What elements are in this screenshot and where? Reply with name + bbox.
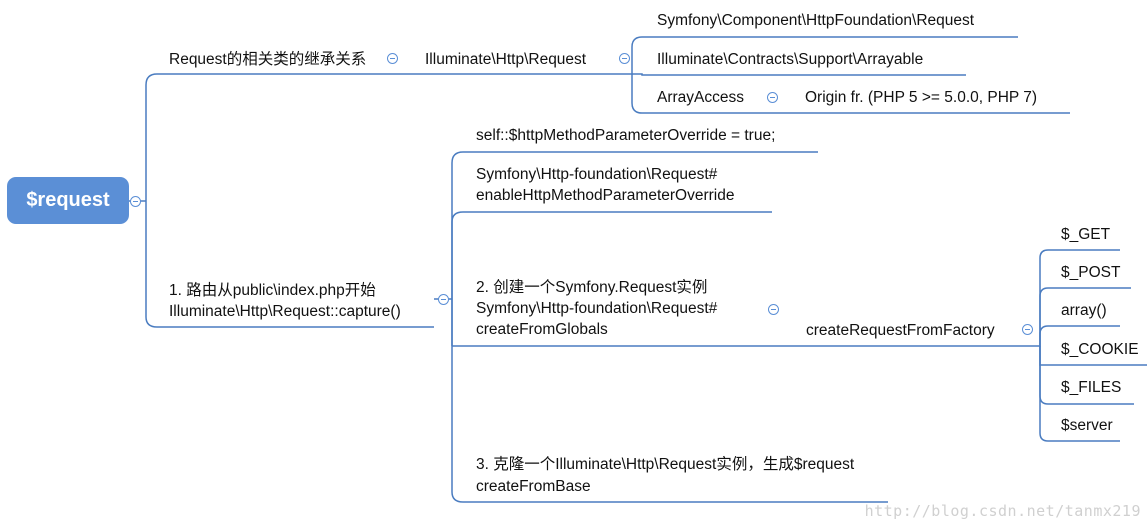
node-clone-line2[interactable]: createFromBase — [476, 478, 591, 495]
collapse-icon[interactable] — [438, 294, 449, 305]
node-create-line3[interactable]: createFromGlobals — [476, 321, 608, 338]
node-enable-line2[interactable]: enableHttpMethodParameterOverride — [476, 187, 735, 204]
node-enable-line1[interactable]: Symfony\Http-foundation\Request# — [476, 166, 718, 183]
node-factory[interactable]: createRequestFromFactory — [806, 322, 995, 339]
node-param-array[interactable]: array() — [1061, 302, 1107, 319]
node-param-cookie[interactable]: $_COOKIE — [1061, 341, 1139, 358]
node-inheritance[interactable]: Request的相关类的继承关系 — [169, 51, 367, 68]
node-arrayable[interactable]: Illuminate\Contracts\Support\Arrayable — [657, 51, 924, 68]
node-param-files[interactable]: $_FILES — [1061, 379, 1122, 396]
node-create-line1[interactable]: 2. 创建一个Symfony.Request实例 — [476, 279, 708, 296]
node-override[interactable]: self::$httpMethodParameterOverride = tru… — [476, 127, 776, 144]
collapse-icon[interactable] — [130, 196, 141, 207]
collapse-icon[interactable] — [387, 53, 398, 64]
node-origin[interactable]: Origin fr. (PHP 5 >= 5.0.0, PHP 7) — [805, 89, 1038, 106]
node-routing-line2[interactable]: Illuminate\Http\Request::capture() — [169, 303, 401, 320]
node-param-server[interactable]: $server — [1061, 417, 1113, 434]
collapse-icon[interactable] — [1022, 324, 1033, 335]
node-clone-line1[interactable]: 3. 克隆一个Illuminate\Http\Request实例，生成$requ… — [476, 456, 855, 473]
root-label: $request — [26, 189, 110, 211]
node-param-get[interactable]: $_GET — [1061, 226, 1111, 243]
node-symfony-request[interactable]: Symfony\Component\HttpFoundation\Request — [657, 12, 975, 29]
watermark: http://blog.csdn.net/tanmx219 — [864, 502, 1141, 520]
node-illuminate-request[interactable]: Illuminate\Http\Request — [425, 51, 587, 68]
collapse-icon[interactable] — [767, 92, 778, 103]
node-arrayaccess[interactable]: ArrayAccess — [657, 89, 744, 106]
node-routing-line1[interactable]: 1. 路由从public\index.php开始 — [169, 282, 376, 299]
collapse-icon[interactable] — [768, 304, 779, 315]
collapse-icon[interactable] — [619, 53, 630, 64]
node-create-line2[interactable]: Symfony\Http-foundation\Request# — [476, 300, 718, 317]
node-param-post[interactable]: $_POST — [1061, 264, 1121, 281]
root-node[interactable]: $request — [7, 177, 129, 224]
